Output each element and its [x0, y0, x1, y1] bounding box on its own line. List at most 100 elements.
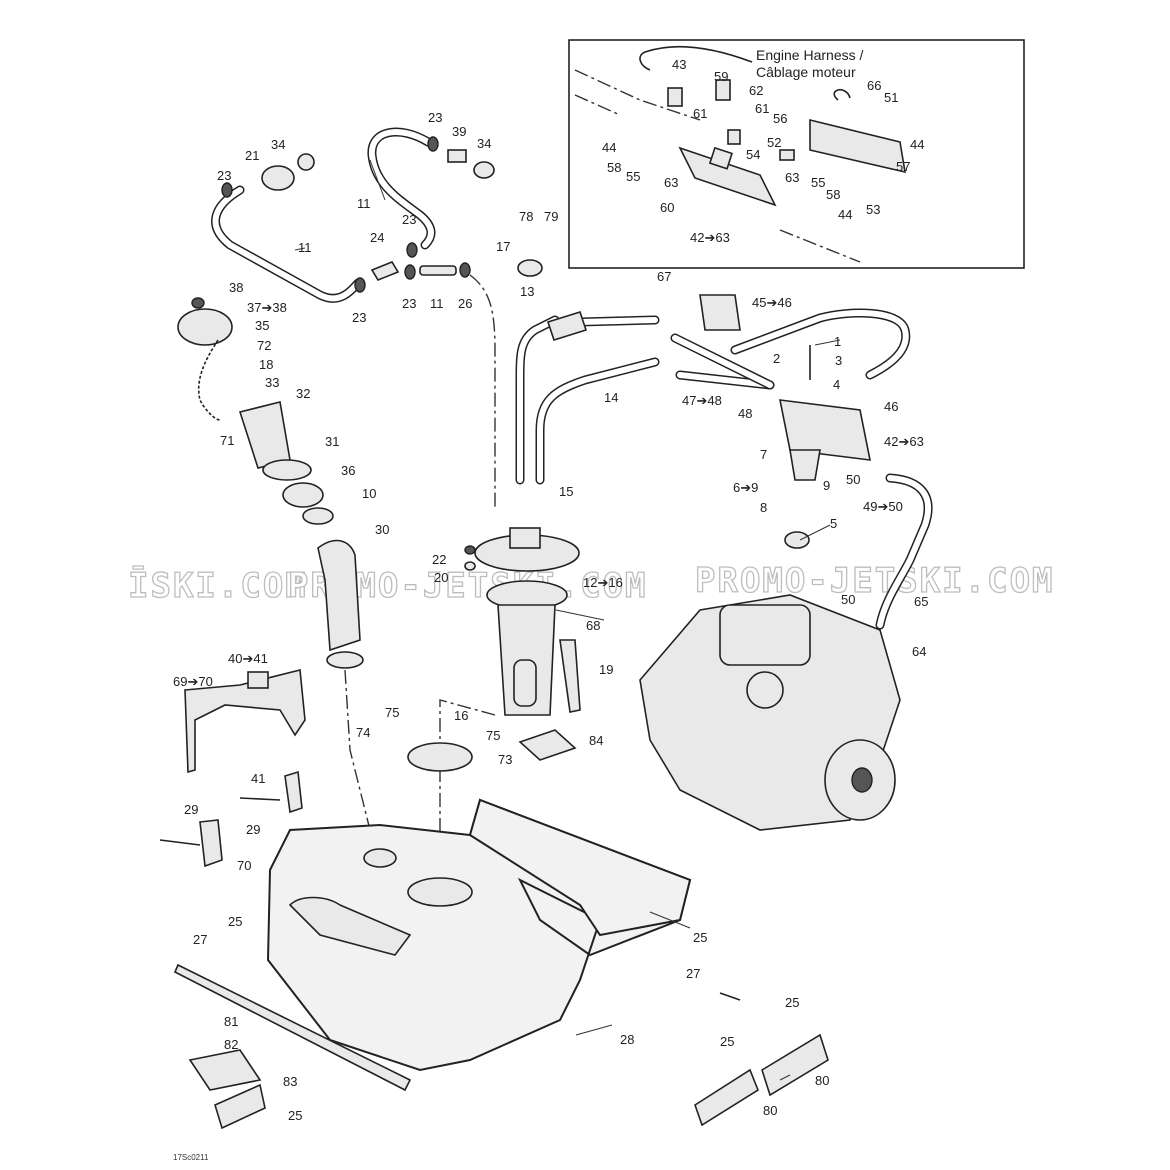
callout-23a: 23 — [428, 110, 442, 125]
cylinder-head — [719, 604, 811, 666]
callout-1: 1 — [834, 334, 841, 349]
callout-41: 41 — [251, 771, 265, 786]
callout-72: 72 — [257, 338, 271, 353]
inset-connector — [667, 87, 683, 107]
callout-75b: 75 — [486, 728, 500, 743]
callout-84: 84 — [589, 733, 603, 748]
callout-81: 81 — [224, 1014, 238, 1029]
callout-80a: 80 — [815, 1073, 829, 1088]
callout-20: 20 — [434, 570, 448, 585]
callout-51: 51 — [884, 90, 898, 105]
callout-13: 13 — [520, 284, 534, 299]
tee-24 — [370, 261, 400, 281]
dash-filler — [344, 669, 376, 851]
callout-36: 36 — [341, 463, 355, 478]
callout-49-50: 49➔50 — [863, 499, 903, 514]
callout-15: 15 — [559, 484, 573, 499]
callout-25d: 25 — [288, 1108, 302, 1123]
callout-38: 38 — [229, 280, 243, 295]
callout-50a: 50 — [846, 472, 860, 487]
callout-80b: 80 — [763, 1103, 777, 1118]
callout-62: 62 — [749, 83, 763, 98]
inset-clip — [833, 89, 851, 101]
pump-top — [509, 527, 541, 549]
callout-25c: 25 — [785, 995, 799, 1010]
callout-25e: 25 — [720, 1034, 734, 1049]
callout-29a: 29 — [184, 802, 198, 817]
callout-58a: 58 — [607, 160, 621, 175]
mark-dash — [719, 992, 741, 1001]
tank-neck — [363, 848, 397, 868]
watermark-right: PROMO-JETSKI.COM — [695, 561, 1055, 601]
callout-37-38: 37➔38 — [247, 300, 287, 315]
callout-27b: 27 — [686, 966, 700, 981]
callout-66: 66 — [867, 78, 881, 93]
callout-46: 46 — [884, 399, 898, 414]
callout-23c: 23 — [402, 212, 416, 227]
inset-dash-line-3 — [779, 229, 861, 263]
inset-fitting — [779, 149, 795, 161]
check-valve-21 — [261, 165, 295, 191]
callout-2: 2 — [773, 351, 780, 366]
fuel-filter-13 — [546, 311, 588, 341]
callout-53: 53 — [866, 202, 880, 217]
callout-4: 4 — [833, 377, 840, 392]
cap-part-38 — [191, 297, 205, 309]
callout-19: 19 — [599, 662, 613, 677]
inset-title-line2: Câblage moteur — [756, 64, 856, 80]
callout-73: 73 — [498, 752, 512, 767]
callout-8: 8 — [760, 500, 767, 515]
callout-34a: 34 — [271, 137, 285, 152]
callout-21: 21 — [245, 148, 259, 163]
callout-5: 5 — [830, 516, 837, 531]
callout-34b: 34 — [477, 136, 491, 151]
callout-47-48: 47➔48 — [682, 393, 722, 408]
fuel-pump-module — [407, 527, 581, 860]
callout-79: 79 — [544, 209, 558, 224]
callout-43: 43 — [672, 57, 686, 72]
filler-cap-35 — [177, 308, 233, 346]
callout-63b: 63 — [785, 170, 799, 185]
cylinder-port — [746, 671, 784, 709]
callout-61a: 61 — [693, 106, 707, 121]
tank-handle — [288, 896, 412, 956]
callout-23b: 23 — [217, 168, 231, 183]
fitting-34 — [473, 161, 495, 179]
callout-61b: 61 — [755, 101, 769, 116]
inset-fuel-rail — [678, 146, 777, 207]
tether-72 — [197, 339, 221, 421]
callout-10: 10 — [362, 486, 376, 501]
callout-23d: 23 — [402, 296, 416, 311]
ring-73 — [407, 742, 473, 772]
filler-assembly — [177, 297, 376, 851]
callout-25a: 25 — [228, 914, 242, 929]
clamp-10 — [302, 507, 334, 525]
callout-9: 9 — [823, 478, 830, 493]
pad-80b — [761, 1033, 829, 1097]
clamp-26 — [459, 262, 471, 278]
inset-frame — [568, 39, 1025, 269]
clamp-17 — [517, 259, 543, 277]
callout-63a: 63 — [664, 175, 678, 190]
inset-dash-line-2 — [574, 94, 621, 116]
regulator-6 — [789, 449, 821, 481]
callout-68: 68 — [586, 618, 600, 633]
watermark: ĪSKI.COM PROMO-JETSKI.COM PROMO-JETSKI.C… — [127, 560, 1055, 606]
callout-55b: 55 — [811, 175, 825, 190]
callout-3: 3 — [835, 353, 842, 368]
callout-27a: 27 — [193, 932, 207, 947]
callout-55a: 55 — [626, 169, 640, 184]
callout-16: 16 — [454, 708, 468, 723]
callout-52: 52 — [767, 135, 781, 150]
callout-42-63: 42➔63 — [884, 434, 924, 449]
rail-27 — [173, 963, 412, 1092]
label-84 — [518, 729, 577, 761]
callout-45-46: 45➔46 — [752, 295, 792, 310]
magneto-hub — [851, 767, 873, 793]
callout-6-9: 6➔9 — [733, 480, 758, 495]
callout-22: 22 — [432, 552, 446, 567]
callout-54: 54 — [746, 147, 760, 162]
fuel-tank — [173, 798, 829, 1130]
